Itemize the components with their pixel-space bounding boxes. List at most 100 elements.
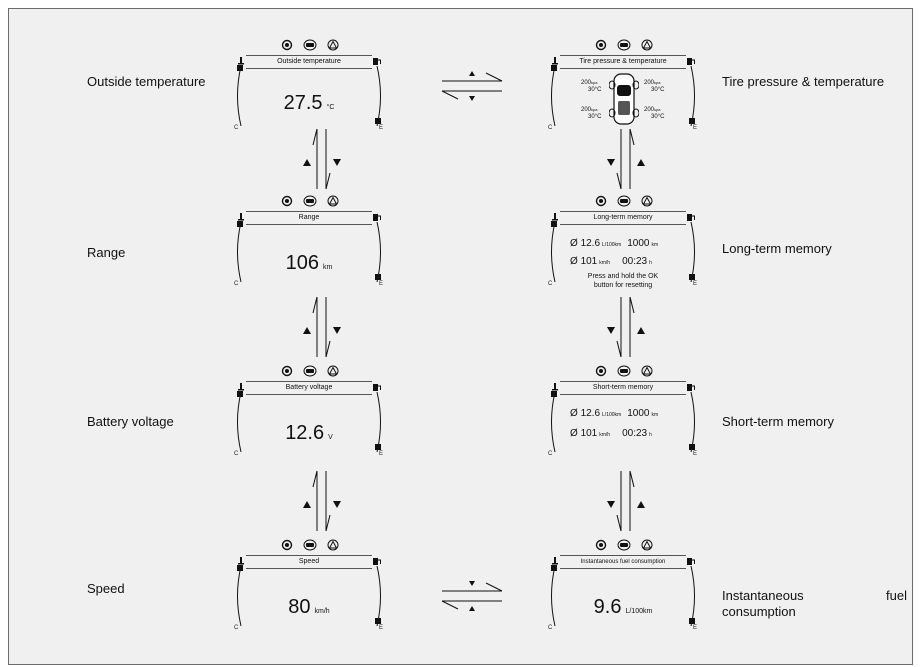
right-gauge-arc <box>690 392 695 452</box>
panel-outside-temperature: Outside temperature C E 27.5°C <box>234 38 384 138</box>
average-speed-value: 101 <box>580 256 598 267</box>
label-tire-pressure: Tire pressure & temperature <box>722 74 885 89</box>
distance-value: 1000 <box>627 238 650 249</box>
warning-icon <box>327 365 339 377</box>
average-fuel-unit: L/100km <box>602 412 622 418</box>
tire-pressure: 200 <box>581 80 592 86</box>
tire-temperature: 30°C <box>588 114 602 120</box>
indicator-icons <box>548 538 698 554</box>
coolant-temperature-icon <box>552 557 558 565</box>
average-speed-unit: km/h <box>599 260 611 266</box>
vertical-arrow-left-3 <box>303 470 341 532</box>
fuel-pump-icon <box>373 558 381 565</box>
right-gauge-marker <box>689 444 695 450</box>
panel-title: Battery voltage <box>246 381 372 395</box>
left-gauge-marker <box>551 221 557 227</box>
label-short-term-memory: Short-term memory <box>722 414 834 429</box>
coolant-temperature-icon <box>552 213 558 221</box>
fuel-pump-icon <box>373 384 381 391</box>
left-gauge-arc <box>551 392 556 452</box>
panel-title: Instantaneous fuel consumption <box>560 555 686 569</box>
average-symbol: Ø <box>570 256 578 267</box>
label-speed: Speed <box>87 581 125 596</box>
swap-arrow-bottom <box>441 581 503 611</box>
car-icon <box>617 39 631 51</box>
right-gauge-marker <box>689 274 695 280</box>
tire-pressure: 200 <box>581 107 592 113</box>
distance-unit: km <box>651 412 659 418</box>
car-icon <box>303 539 317 551</box>
value-number: 9.6 <box>593 596 622 618</box>
vertical-arrow-left-1 <box>303 128 341 190</box>
empty-letter: E <box>693 125 698 131</box>
warning-icon <box>327 539 339 551</box>
label-battery-voltage: Battery voltage <box>87 414 174 429</box>
travel-time-value: 00:23 <box>622 428 648 439</box>
empty-letter: E <box>379 281 384 287</box>
warning-icon <box>327 195 339 207</box>
label-outside-temperature: Outside temperature <box>87 74 206 89</box>
car-top-view-icon <box>609 73 639 125</box>
gear-icon <box>281 539 293 551</box>
travel-time-value: 00:23 <box>622 256 648 267</box>
indicator-icons <box>548 364 698 380</box>
cold-letter: C <box>548 125 553 131</box>
swap-arrow-top <box>441 71 503 101</box>
value-unit: L/100km <box>625 608 653 615</box>
car-icon <box>617 195 631 207</box>
tire-pressure: 200 <box>644 80 655 86</box>
left-gauge-marker <box>551 65 557 71</box>
average-speed-value: 101 <box>580 428 598 439</box>
fuel-pump-icon <box>687 214 695 221</box>
tire-pressure-unit: kpa <box>591 80 598 85</box>
left-gauge-marker <box>237 391 243 397</box>
cold-letter: C <box>234 281 239 287</box>
value-number: 80 <box>288 596 311 618</box>
coolant-temperature-icon <box>238 213 244 221</box>
value-unit: V <box>328 434 333 441</box>
left-gauge-arc <box>551 222 556 282</box>
empty-letter: E <box>693 281 698 287</box>
label-long-term-memory: Long-term memory <box>722 241 832 256</box>
value-number: 27.5 <box>283 92 323 114</box>
left-gauge-marker <box>237 565 243 571</box>
coolant-temperature-icon <box>238 57 244 65</box>
travel-time-unit: h <box>649 432 652 438</box>
tire-pressure-unit: kpa <box>654 80 661 85</box>
indicator-icons <box>234 38 384 54</box>
tire-pressure: 200 <box>644 107 655 113</box>
right-gauge-marker <box>375 618 381 624</box>
right-gauge-marker <box>375 444 381 450</box>
warning-icon <box>641 39 653 51</box>
coolant-temperature-icon <box>238 383 244 391</box>
label-instantaneous-fuel: fuel <box>886 588 907 603</box>
cold-letter: C <box>234 125 239 131</box>
fuel-pump-icon <box>373 214 381 221</box>
warning-icon <box>641 365 653 377</box>
indicator-icons <box>234 194 384 210</box>
indicator-icons <box>234 538 384 554</box>
cold-letter: C <box>548 281 553 287</box>
vertical-arrow-right-3 <box>607 470 645 532</box>
distance-unit: km <box>651 242 659 248</box>
diagram-frame <box>8 8 913 665</box>
gear-icon <box>281 365 293 377</box>
reset-note-line1: Press and hold the OK <box>587 273 659 280</box>
car-icon <box>303 195 317 207</box>
left-gauge-arc <box>237 66 242 126</box>
average-symbol: Ø <box>570 238 578 249</box>
cold-letter: C <box>234 451 239 457</box>
travel-time-unit: h <box>649 260 652 266</box>
left-gauge-marker <box>237 221 243 227</box>
